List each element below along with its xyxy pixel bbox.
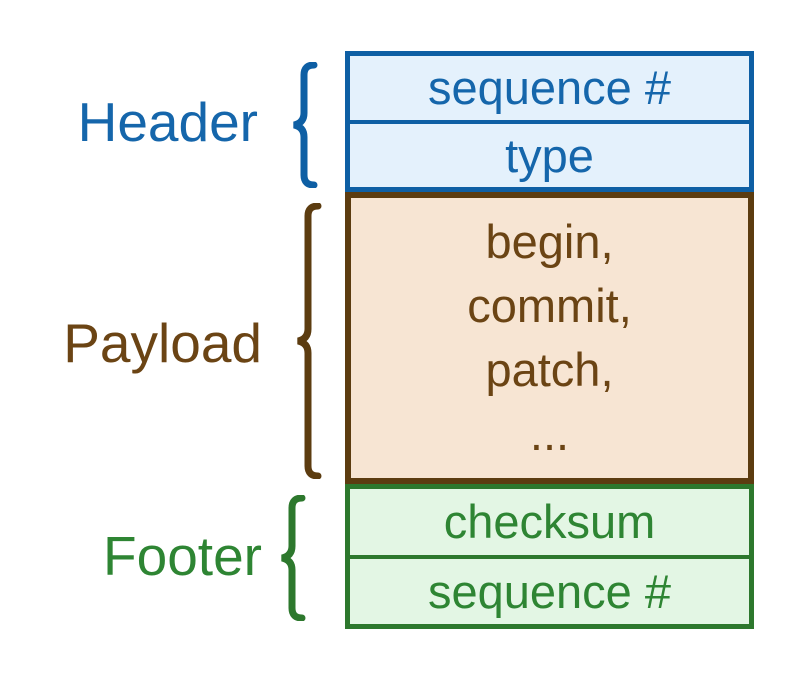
footer-box: checksum sequence #	[345, 484, 754, 629]
header-brace-icon	[293, 62, 318, 188]
field-label: sequence #	[427, 564, 672, 618]
field-sequence-number-bottom: sequence #	[350, 554, 749, 625]
payload-brace-icon	[297, 203, 322, 479]
header-box: sequence # type	[345, 51, 754, 192]
section-label-header: Header	[77, 91, 258, 153]
field-sequence-number-top: sequence #	[350, 56, 749, 120]
payload-item-commit: commit,	[467, 279, 632, 332]
payload-item-ellipsis: ...	[529, 407, 570, 460]
field-label: checksum	[443, 495, 656, 549]
payload-item-begin: begin,	[485, 215, 614, 268]
field-label: sequence #	[427, 61, 672, 115]
section-label-footer: Footer	[103, 525, 262, 587]
field-label: type	[505, 128, 594, 182]
section-label-payload: Payload	[63, 312, 262, 374]
field-type: type	[350, 119, 749, 188]
payload-item-patch: patch,	[485, 343, 614, 396]
payload-box: begin, commit, patch, ...	[345, 192, 754, 484]
footer-brace-icon	[281, 495, 306, 621]
field-checksum: checksum	[350, 489, 749, 555]
